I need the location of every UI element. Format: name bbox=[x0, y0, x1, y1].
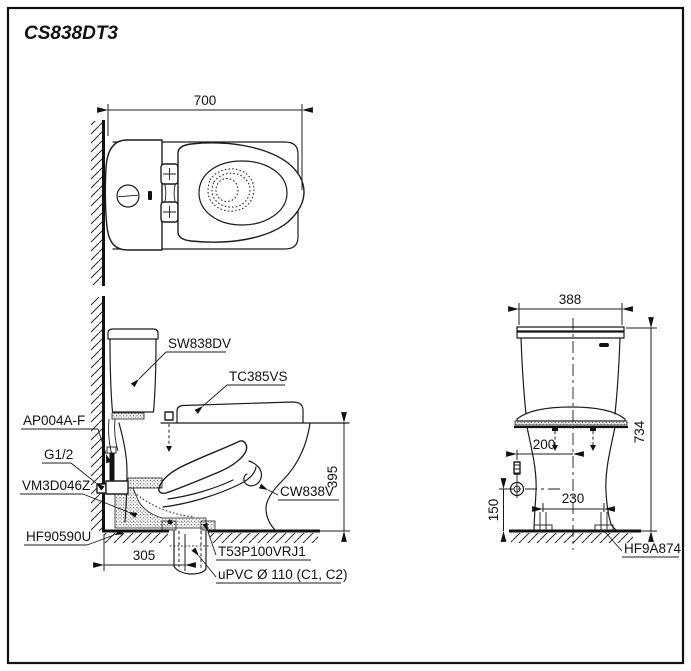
label-sw838dv: SW838DV bbox=[130, 336, 231, 388]
dim-230-value: 230 bbox=[562, 491, 585, 506]
side-view-tank bbox=[107, 328, 159, 459]
floor-hatch bbox=[511, 533, 633, 543]
svg-text:uPVC Ø 110 (C1, C2): uPVC Ø 110 (C1, C2) bbox=[218, 567, 348, 582]
label-hf90590u: HF90590U bbox=[24, 529, 124, 546]
front-view: 388 bbox=[486, 292, 682, 558]
top-view-tank bbox=[104, 139, 163, 251]
label-g12: G1/2 bbox=[42, 447, 105, 491]
dim-388-value: 388 bbox=[559, 292, 582, 307]
drain-pipe bbox=[170, 530, 211, 575]
front-view-tank bbox=[516, 326, 625, 415]
floor-hatch bbox=[104, 533, 168, 543]
label-upvc: uPVC Ø 110 (C1, C2) bbox=[191, 547, 348, 584]
svg-text:SW838DV: SW838DV bbox=[168, 336, 231, 351]
dim-150: 150 bbox=[486, 478, 508, 542]
seat-bolt bbox=[552, 428, 558, 451]
dim-700: 700 bbox=[97, 93, 313, 190]
dim-305-value: 305 bbox=[133, 548, 156, 563]
dim-150-value: 150 bbox=[486, 499, 501, 522]
dim-388: 388 bbox=[508, 292, 633, 325]
drain-flange bbox=[200, 520, 216, 531]
dim-395-value: 395 bbox=[325, 466, 340, 489]
side-view-seat bbox=[160, 401, 350, 452]
side-view: 395 305 SW838DV TC385VS AP004A-F G1/2 bbox=[20, 296, 350, 584]
sheet-border bbox=[6, 6, 685, 665]
svg-text:G1/2: G1/2 bbox=[44, 447, 73, 462]
svg-text:HF9A874: HF9A874 bbox=[624, 541, 682, 556]
dim-200: 200 bbox=[506, 437, 584, 460]
hinge-bolt bbox=[164, 411, 174, 421]
flush-button bbox=[116, 184, 140, 208]
seat-opening bbox=[198, 160, 288, 226]
model-title: CS838DT3 bbox=[24, 23, 118, 44]
svg-text:T53P100VRJ1: T53P100VRJ1 bbox=[218, 544, 306, 559]
dim-200-value: 200 bbox=[533, 437, 556, 452]
floor-hatch bbox=[210, 533, 318, 543]
label-hf9a874: HF9A874 bbox=[604, 531, 682, 558]
label-ap004a-f: AP004A-F bbox=[21, 413, 112, 464]
svg-text:CW838V: CW838V bbox=[280, 484, 334, 499]
svg-text:VM3D046Z: VM3D046Z bbox=[22, 478, 90, 493]
tank-mark bbox=[148, 191, 152, 200]
label-vm3d046z: VM3D046Z bbox=[20, 478, 138, 518]
label-tc385vs: TC385VS bbox=[194, 369, 288, 414]
drain-flange bbox=[161, 520, 177, 531]
svg-text:HF90590U: HF90590U bbox=[26, 529, 91, 544]
top-view: 700 bbox=[91, 93, 313, 286]
dim-395: 395 bbox=[325, 412, 347, 542]
side-view-bowl bbox=[118, 422, 311, 532]
front-view-seat bbox=[514, 406, 628, 451]
water-surface bbox=[207, 168, 255, 212]
label-cw838v: CW838V bbox=[258, 483, 339, 501]
stop-valve bbox=[502, 461, 563, 498]
dim-734-value: 734 bbox=[632, 420, 647, 443]
dim-734: 734 bbox=[626, 317, 657, 542]
label-t53p100vrj1: T53P100VRJ1 bbox=[202, 522, 311, 561]
tank-button bbox=[599, 343, 609, 347]
dim-700-value: 700 bbox=[194, 93, 217, 108]
dim-305: 305 bbox=[93, 534, 196, 571]
svg-text:TC385VS: TC385VS bbox=[229, 369, 288, 384]
tank-gasket bbox=[111, 412, 145, 420]
wall-hatch bbox=[91, 121, 103, 285]
seat-bolt bbox=[590, 428, 596, 451]
wall-hatch bbox=[91, 297, 103, 531]
svg-text:AP004A-F: AP004A-F bbox=[23, 413, 85, 428]
